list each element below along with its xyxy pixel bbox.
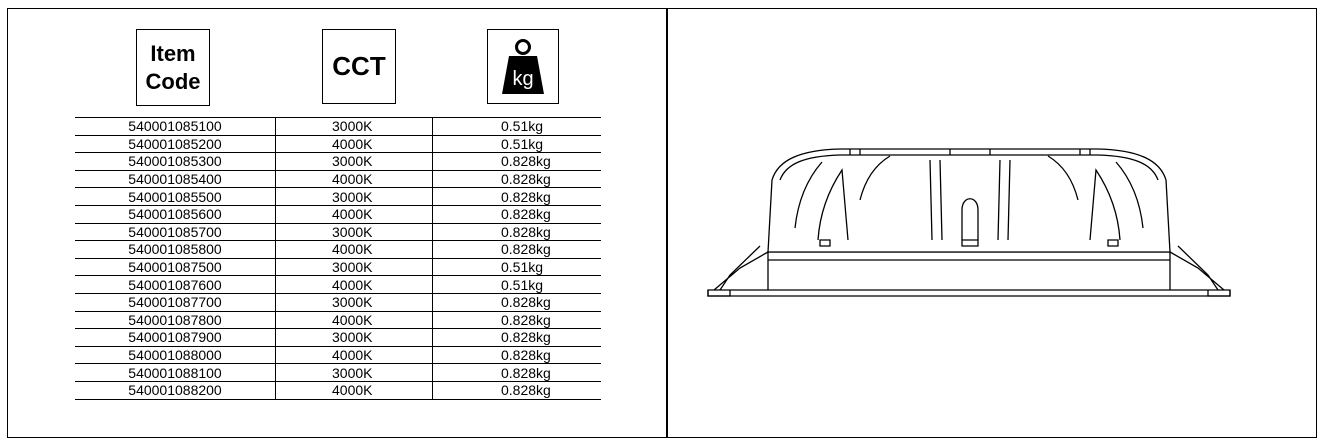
weight-cell: 0.828kg — [432, 170, 601, 189]
weight-cell: 0.828kg — [432, 346, 601, 365]
item-code-cell: 540001088200 — [75, 381, 276, 400]
cct-header: CCT — [322, 29, 396, 104]
cct-cell: 3000K — [275, 117, 433, 136]
item-code-cell: 540001087800 — [75, 311, 276, 330]
item-code-header-line1: Item — [150, 40, 196, 66]
item-code-cell: 540001085400 — [75, 170, 276, 189]
weight-cell: 0.51kg — [432, 275, 601, 294]
cct-cell: 4000K — [275, 205, 433, 224]
weight-icon-text: kg — [512, 68, 533, 90]
weight-cell: 0.828kg — [432, 205, 601, 224]
item-code-cell: 540001087600 — [75, 275, 276, 294]
cct-cell: 4000K — [275, 381, 433, 400]
weight-cell: 0.828kg — [432, 187, 601, 206]
weight-cell: 0.828kg — [432, 328, 601, 347]
item-code-cell: 540001087700 — [75, 293, 276, 312]
cct-cell: 4000K — [275, 346, 433, 365]
item-code-cell: 540001085800 — [75, 240, 276, 259]
item-code-header: Item Code — [136, 29, 210, 106]
weight-cell: 0.828kg — [432, 311, 601, 330]
cct-cell: 4000K — [275, 135, 433, 154]
cct-cell: 3000K — [275, 152, 433, 171]
cct-cell: 4000K — [275, 311, 433, 330]
item-code-cell: 540001087500 — [75, 258, 276, 277]
cct-cell: 4000K — [275, 275, 433, 294]
weight-cell: 0.828kg — [432, 223, 601, 242]
cct-cell: 3000K — [275, 258, 433, 277]
cct-cell: 3000K — [275, 293, 433, 312]
item-code-cell: 540001088100 — [75, 363, 276, 382]
item-code-cell: 540001085200 — [75, 135, 276, 154]
cct-cell: 3000K — [275, 328, 433, 347]
item-code-cell: 540001085700 — [75, 223, 276, 242]
panel-divider — [666, 8, 668, 438]
cct-cell: 4000K — [275, 170, 433, 189]
item-code-cell: 540001088000 — [75, 346, 276, 365]
item-code-header-line2: Code — [145, 68, 201, 94]
weight-cell: 0.828kg — [432, 152, 601, 171]
document-frame — [7, 8, 1317, 438]
weight-cell: 0.828kg — [432, 381, 601, 400]
weight-cell: 0.828kg — [432, 240, 601, 259]
weight-cell: 0.828kg — [432, 363, 601, 382]
weight-kg-icon: kg — [502, 38, 544, 94]
downlight-side-view-drawing — [707, 148, 1231, 297]
weight-header: kg — [487, 29, 559, 104]
cct-cell: 3000K — [275, 223, 433, 242]
item-code-cell: 540001085100 — [75, 117, 276, 136]
item-code-cell: 540001085300 — [75, 152, 276, 171]
cct-cell: 3000K — [275, 187, 433, 206]
weight-cell: 0.51kg — [432, 135, 601, 154]
item-code-cell: 540001085500 — [75, 187, 276, 206]
weight-cell: 0.51kg — [432, 258, 601, 277]
weight-cell: 0.51kg — [432, 117, 601, 136]
cct-cell: 3000K — [275, 363, 433, 382]
item-code-cell: 540001087900 — [75, 328, 276, 347]
item-code-cell: 540001085600 — [75, 205, 276, 224]
weight-cell: 0.828kg — [432, 293, 601, 312]
cct-cell: 4000K — [275, 240, 433, 259]
